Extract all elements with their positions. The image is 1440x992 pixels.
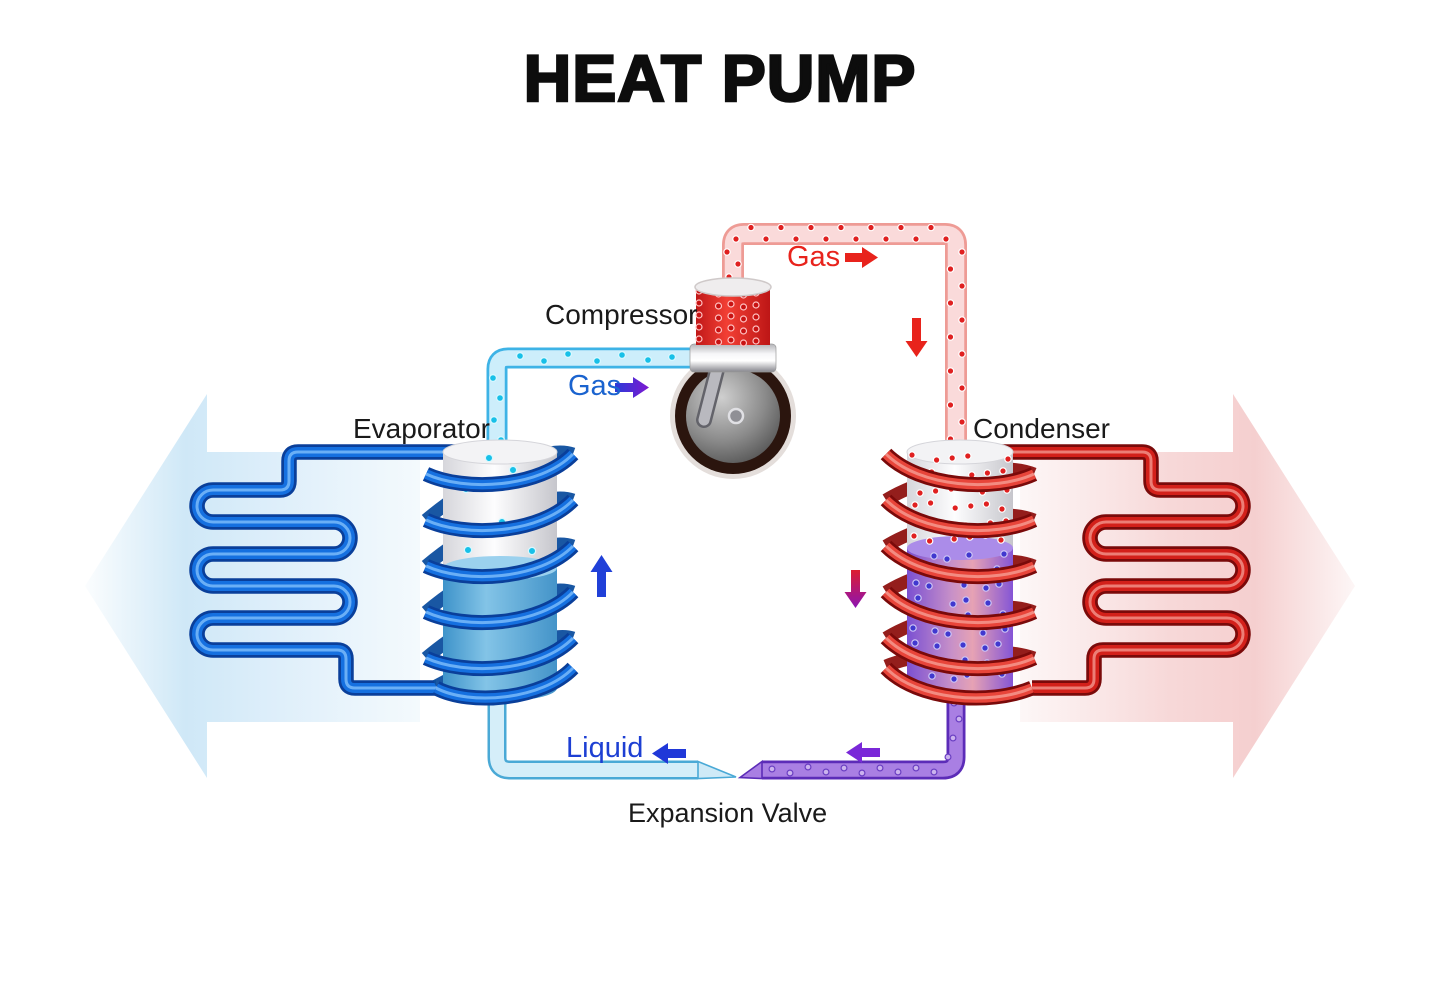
expansion-valve-cold-taper <box>697 760 737 780</box>
compressor-hub <box>727 407 745 425</box>
discharge-gas-pipe <box>724 224 965 452</box>
suction-gas-pipe <box>490 351 705 452</box>
compressor-piston-band <box>689 343 777 373</box>
expansion-valve-hot-taper <box>737 759 763 780</box>
condenser-unit <box>880 439 1038 706</box>
expansion-left-arrow <box>846 742 880 763</box>
gas-suction-label: Gas <box>568 370 622 402</box>
suction-right-arrow <box>615 377 649 398</box>
expansion-valve-label: Expansion Valve <box>628 798 828 828</box>
discharge-down-arrow <box>905 318 928 357</box>
expansion-pipe <box>737 692 962 780</box>
evaporator-label: Evaporator <box>353 413 490 444</box>
page-title: HEAT PUMP <box>522 41 917 116</box>
discharge-right-arrow <box>845 247 878 268</box>
liquid-pipe <box>497 692 737 780</box>
flow-arrows <box>590 247 928 764</box>
compressor-label: Compressor <box>545 299 698 330</box>
evaporator-up-arrow <box>590 555 613 597</box>
liquid-left-arrow <box>652 743 686 764</box>
liquid-label: Liquid <box>566 732 644 764</box>
gas-discharge-label: Gas <box>787 241 841 273</box>
evaporator-unit <box>421 439 579 706</box>
condenser-down-arrow <box>844 570 867 608</box>
compressor-unit <box>670 277 796 479</box>
condenser-label: Condenser <box>973 413 1110 444</box>
